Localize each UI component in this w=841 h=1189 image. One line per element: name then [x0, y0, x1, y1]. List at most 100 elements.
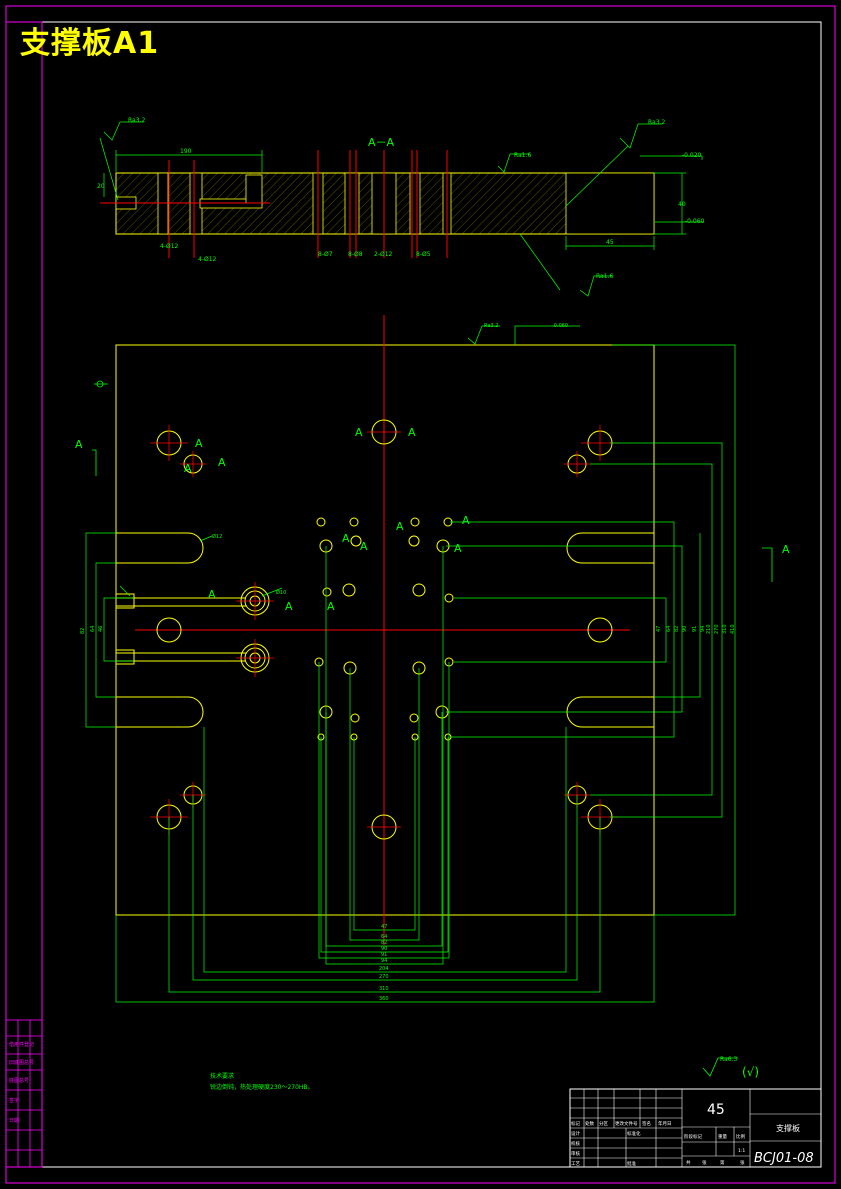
sidebar-label-2: 旧底图总号 [9, 1059, 34, 1066]
left-dim-1: 82 [80, 628, 86, 634]
hole-label-1: 4-Ø12 [160, 243, 179, 250]
right-dim-3: 82 [674, 626, 680, 632]
tb-row-6: 批准 [627, 1160, 636, 1167]
hole-label-5: 2-Ø12 [374, 251, 393, 258]
section-marker-a-13: A [285, 600, 293, 613]
right-dim-5: 91 [692, 626, 698, 632]
sidebar-label-4: 签字 [9, 1097, 19, 1104]
section-marker-a-11: A [208, 588, 216, 601]
right-dim-8: 270 [714, 624, 720, 634]
small-hole-dim-label: Ø10 [276, 589, 286, 596]
bottom-dim-10: 360 [379, 996, 389, 1002]
roughness-mark-4: Ra1.6 [596, 273, 613, 280]
section-marker-a-2: A [408, 426, 416, 439]
sidebar-label-3: 底图总号 [9, 1077, 29, 1084]
bottom-dim-1: 47 [381, 924, 387, 930]
tb-header-4: 更改文件号 [615, 1120, 638, 1127]
tb-row-2: 校核 [571, 1140, 580, 1147]
tol-right: -0.060 [685, 218, 705, 225]
sidebar-label-5: 日期 [9, 1118, 19, 1124]
right-dim-6: 94 [700, 626, 706, 632]
tb-row-4: 工艺 [571, 1161, 580, 1167]
bottom-dim-5: 91 [381, 952, 387, 958]
plan-view: 47 64 82 90 91 94 204 270 310 360 47 64 … [75, 315, 790, 1003]
roughness-mark-1: Ra3.2 [128, 117, 145, 124]
dim-thickness: 40 [678, 201, 686, 208]
section-marker-a-1: A [355, 426, 363, 439]
section-marker-a-7: A [454, 542, 462, 555]
plan-roughness-top: Ra3.2 [484, 323, 498, 329]
dim-overall-left: 190 [180, 148, 192, 155]
sidebar-labels: 借用件登记 旧底图总号 底图总号 签字 日期 [9, 1041, 34, 1124]
tb-row-1: 设计 [571, 1130, 580, 1137]
plan-tol-top: -0.060 [552, 323, 568, 329]
roughness-mark-3: Ra1.6 [514, 152, 531, 159]
section-marker-a-5: A [184, 462, 192, 475]
tb-part-name: 支撑板 [776, 1123, 800, 1133]
tb-scale-value: 1:1 [738, 1148, 745, 1154]
tb-header-3: 分区 [599, 1120, 608, 1127]
tb-scale-header: 比例 [736, 1133, 745, 1140]
section-marker-a-10: A [360, 540, 368, 553]
right-dim-9: 310 [722, 624, 728, 634]
hole-label-6: 8-Ø5 [416, 251, 431, 258]
bottom-dim-4: 90 [381, 946, 387, 952]
section-marker-a-8: A [396, 520, 404, 533]
section-label: A－A [368, 136, 395, 149]
left-dim-3: 46 [98, 626, 104, 632]
tb-drawing-no: BCJ01-08 [754, 1151, 814, 1166]
title-block: 标记 处数 分区 更改文件号 签名 年月日 设计 校核 审核 工艺 标准化 批准… [569, 1088, 822, 1168]
section-marker-a-3: A [195, 437, 203, 450]
general-roughness: Ra6.3 (√) [702, 1056, 759, 1079]
bottom-dim-8: 270 [379, 974, 389, 980]
plate-outline [115, 344, 655, 916]
tb-row-5: 标准化 [627, 1130, 641, 1137]
hole-label-2: 4-Ø12 [198, 256, 217, 263]
tb-header-2: 处数 [585, 1120, 594, 1127]
slot-dim-label: Ø12 [212, 533, 222, 540]
right-dim-1: 47 [656, 626, 662, 632]
left-dim-2: 64 [90, 626, 96, 632]
tech-notes: 技术要求 锐边倒钝，热处理硬度230～270HB。 [210, 1072, 314, 1091]
hole-label-3: 8-Ø7 [318, 251, 333, 258]
tb-header-6: 年月日 [658, 1120, 672, 1127]
section-view: A－A [97, 117, 705, 297]
bottom-dim-3: 82 [381, 940, 387, 946]
bottom-dim-7: 204 [379, 966, 389, 972]
notes-line1: 锐边倒钝，热处理硬度230～270HB。 [210, 1083, 314, 1091]
tb-header-5: 签名 [642, 1120, 651, 1127]
tb-row-3: 审核 [571, 1150, 580, 1157]
right-dim-10: 410 [730, 624, 736, 634]
section-marker-a-6: A [462, 514, 470, 527]
tb-sheet-4: 张 [740, 1159, 745, 1166]
dim-right-length: 45 [606, 239, 614, 246]
sidebar-label-1: 借用件登记 [9, 1041, 34, 1048]
section-marker-a-left: A [75, 438, 83, 451]
tb-header-1: 标记 [571, 1120, 580, 1127]
roughness-other: (√) [742, 1065, 759, 1079]
hole-label-4: 8-Ø8 [348, 251, 363, 258]
right-dim-7: 210 [706, 624, 712, 634]
right-dim-2: 64 [666, 626, 672, 632]
notes-heading: 技术要求 [210, 1072, 234, 1080]
tb-sheet-1: 共 [686, 1159, 691, 1166]
bottom-dim-6: 94 [381, 958, 387, 964]
section-marker-a-12: A [327, 600, 335, 613]
bottom-dim-2: 64 [381, 934, 387, 940]
tb-sheet-2: 张 [702, 1159, 707, 1166]
tb-material: 45 [707, 1102, 725, 1118]
tol-top: -0.020 [682, 152, 702, 159]
section-marker-a-9: A [342, 532, 350, 545]
dim-depth-left: 20 [97, 183, 105, 190]
section-marker-a-4: A [218, 456, 226, 469]
tb-weight-header: 重量 [718, 1133, 727, 1140]
roughness-mark-2: Ra3.2 [648, 119, 665, 126]
page-title: 支撑板A1 [20, 26, 160, 61]
roughness-general: Ra6.3 [720, 1056, 737, 1063]
tb-sheet-3: 第 [720, 1159, 725, 1166]
bottom-dim-9: 310 [379, 986, 389, 992]
section-marker-a-right: A [782, 543, 790, 556]
right-dim-4: 90 [682, 626, 688, 632]
tb-stage-header: 阶段标记 [684, 1133, 702, 1140]
